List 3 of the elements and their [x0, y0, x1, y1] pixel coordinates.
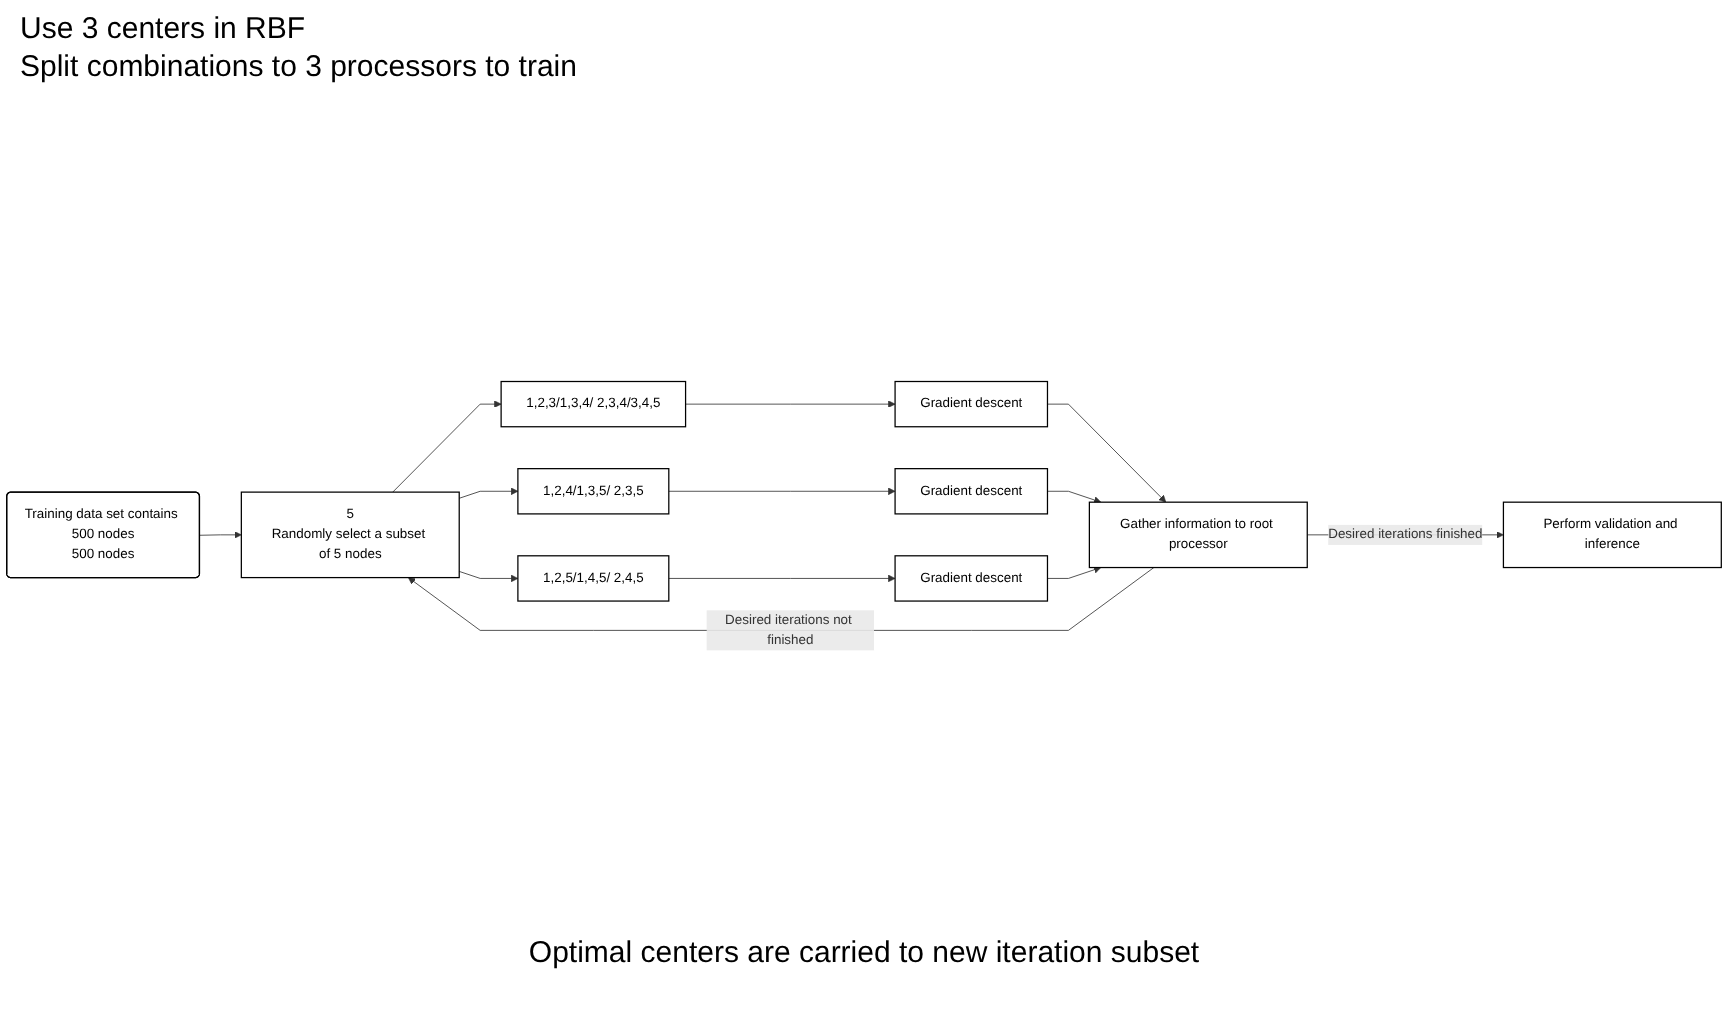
note-text: Split combinations to 3 processors to train: [20, 50, 579, 84]
note-text: Optimal centers are carried to new iteration subset: [526, 936, 1202, 970]
note-text: Use 3 centers in RBF: [20, 12, 308, 46]
